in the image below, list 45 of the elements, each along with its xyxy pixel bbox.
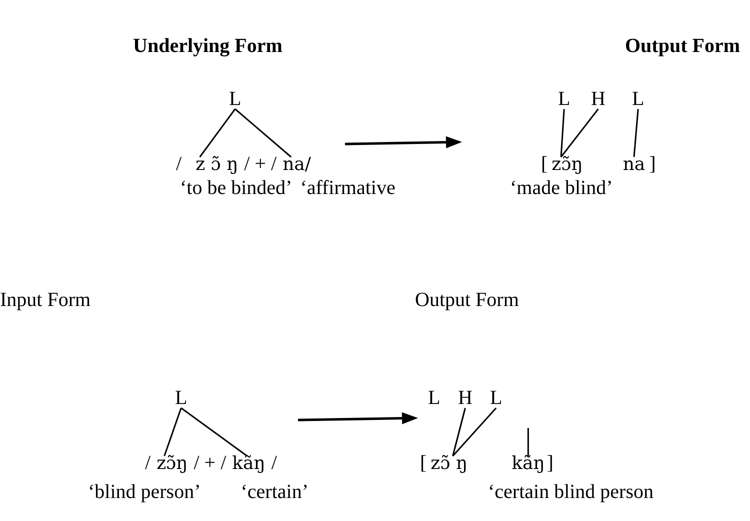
association-line bbox=[560, 108, 565, 158]
syllable-transcription: z ɔ̃ ŋ bbox=[196, 156, 238, 174]
tone-letter: H bbox=[458, 388, 472, 408]
association-line bbox=[180, 407, 248, 457]
text-label: / bbox=[176, 154, 182, 174]
syllable-transcription: kãŋ bbox=[512, 455, 545, 473]
text-label: ‘made blind’ bbox=[510, 178, 613, 198]
association-line bbox=[452, 408, 466, 456]
text-label: ‘blind person’ bbox=[88, 482, 201, 502]
text-label: [ bbox=[541, 154, 548, 174]
syllable-transcription: na/ bbox=[282, 156, 311, 174]
text-label: ] bbox=[546, 453, 554, 473]
tone-letter: L bbox=[428, 388, 440, 408]
syllable-transcription: zɔ̃ ŋ bbox=[430, 455, 468, 473]
section-heading: Underlying Form bbox=[133, 36, 282, 56]
association-line bbox=[527, 428, 529, 456]
text-label: / bbox=[145, 453, 151, 473]
text-label: ‘certain’ bbox=[240, 482, 308, 502]
text-label: Input Form bbox=[0, 290, 91, 310]
text-label: ‘certain blind person bbox=[488, 482, 654, 502]
association-line bbox=[452, 408, 497, 456]
tone-letter: H bbox=[591, 89, 606, 109]
text-label: ‘to be binded’ bbox=[180, 178, 292, 198]
association-line bbox=[560, 108, 599, 158]
tone-letter: L bbox=[229, 89, 242, 109]
syllable-transcription: zɔ̃ŋ bbox=[156, 455, 188, 473]
text-label: / + / bbox=[244, 154, 277, 174]
text-label: Output Form bbox=[415, 290, 519, 310]
syllable-transcription: zɔ̃ŋ bbox=[552, 156, 583, 174]
association-line bbox=[234, 108, 292, 158]
syllable-transcription: kãŋ bbox=[232, 455, 266, 473]
text-label: / bbox=[271, 453, 277, 473]
tone-letter: L bbox=[490, 388, 502, 408]
tone-letter: L bbox=[558, 89, 570, 109]
association-line bbox=[199, 108, 236, 158]
tone-letter: L bbox=[175, 388, 188, 408]
text-label: ‘affirmative bbox=[300, 178, 396, 198]
text-label: [ bbox=[420, 453, 427, 473]
text-label: ] bbox=[649, 154, 656, 174]
syllable-transcription: na bbox=[622, 156, 646, 174]
text-label: / + / bbox=[194, 453, 226, 473]
association-line bbox=[164, 408, 182, 456]
association-line bbox=[633, 108, 639, 158]
tone-letter: L bbox=[632, 89, 644, 109]
section-heading: Output Form bbox=[625, 36, 740, 56]
